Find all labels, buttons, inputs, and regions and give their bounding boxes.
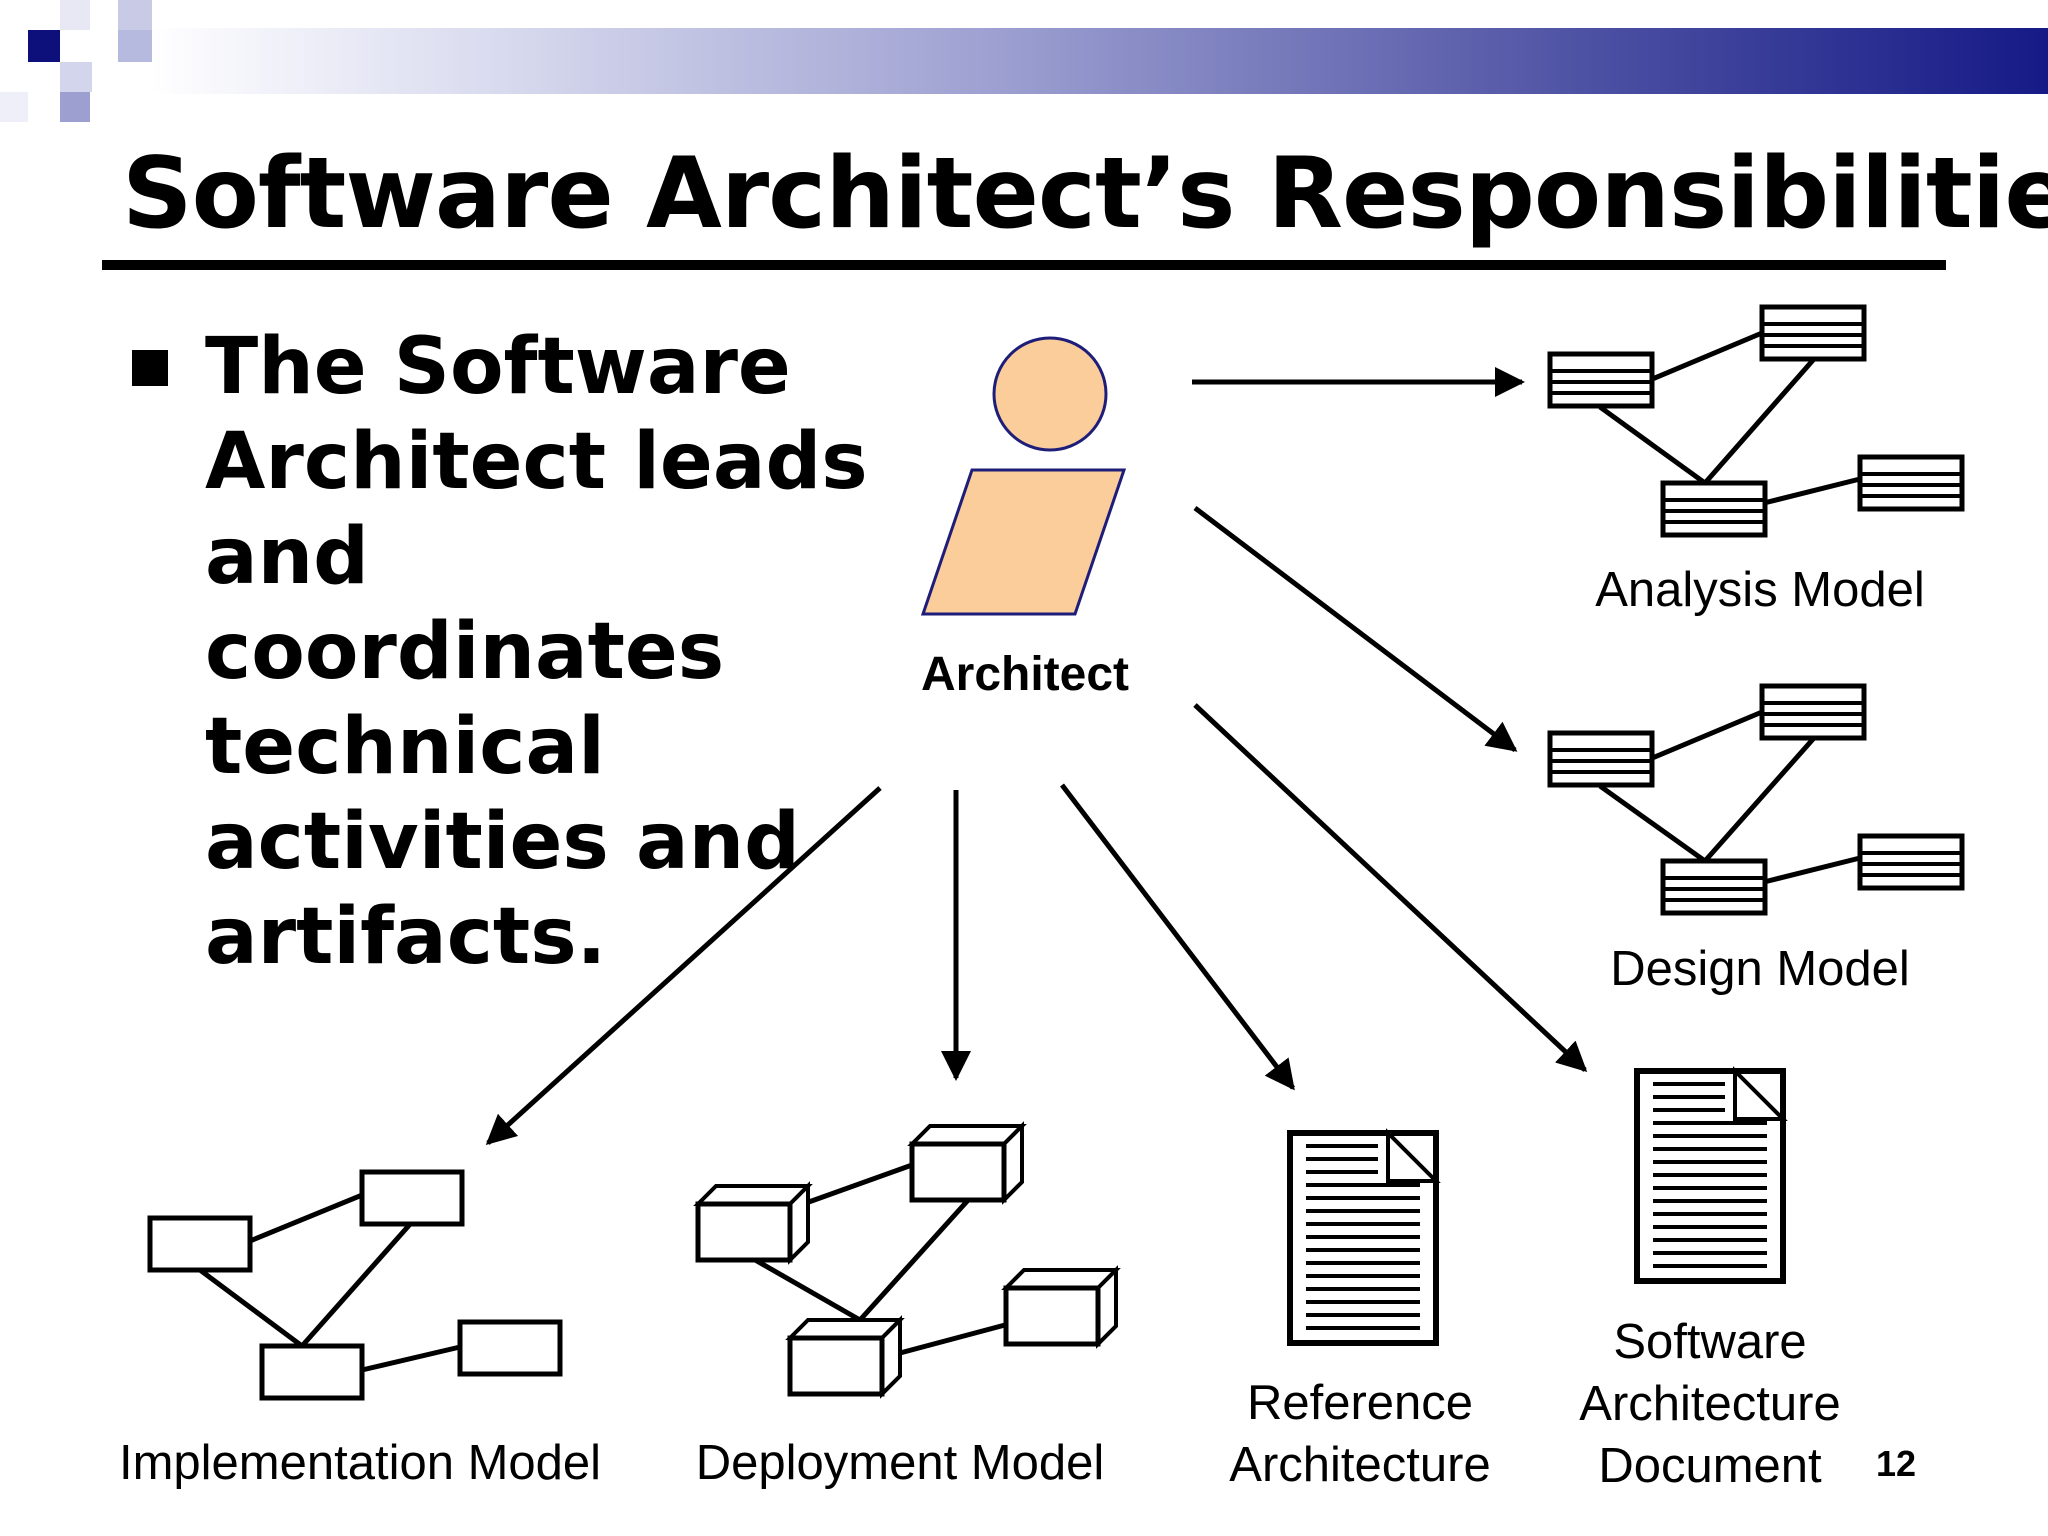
- bullet-text: The Software Architect leads and coordin…: [205, 322, 868, 982]
- deployment-model-diagram-icon: [698, 1126, 1116, 1394]
- deployment-model-label: Deployment Model: [695, 1436, 1105, 1490]
- page-number: 12: [1876, 1443, 1917, 1484]
- architect-label: Architect: [920, 648, 1130, 701]
- decor-square: [0, 92, 28, 122]
- analysis-model-diagram-icon: [1550, 307, 1962, 535]
- software-architecture-document-label-line: Document: [1598, 1439, 1822, 1493]
- decor-square: [60, 0, 90, 30]
- reference-architecture-label: Reference Architecture: [1200, 1372, 1520, 1496]
- arrow-to-reference-architecture: [1060, 783, 1295, 1091]
- software-architecture-document-icon: [1634, 1066, 1788, 1284]
- design-model-label: Design Model: [1610, 942, 1910, 996]
- design-model-diagram-icon: [1550, 686, 1962, 913]
- software-architecture-document-label-line: Software: [1613, 1315, 1807, 1369]
- decor-square: [118, 30, 152, 62]
- slide-title: Software Architect’s Responsibilities: [122, 137, 2048, 251]
- software-architecture-document-label-line: Architecture: [1579, 1377, 1841, 1431]
- implementation-model-diagram-icon: [147, 1169, 563, 1401]
- title-underline: [102, 260, 1946, 270]
- reference-architecture-label-line: Architecture: [1229, 1438, 1491, 1492]
- arrow-to-software-architecture-document: [1193, 703, 1588, 1073]
- arrow-to-design-model: [1193, 506, 1518, 752]
- header-band: [0, 0, 2048, 130]
- bullet-square-icon: [132, 350, 168, 386]
- implementation-model-label: Implementation Model: [118, 1436, 602, 1490]
- decor-square: [28, 30, 60, 62]
- reference-architecture-document-icon: [1287, 1128, 1441, 1346]
- arrow-to-implementation-model: [485, 786, 882, 1146]
- header-gradient-bar: [150, 28, 2048, 94]
- architect-actor-icon: [920, 336, 1127, 616]
- decor-square: [60, 92, 90, 122]
- analysis-model-label: Analysis Model: [1595, 563, 1925, 617]
- reference-architecture-label-line: Reference: [1246, 1376, 1474, 1430]
- software-architecture-document-label: Software Architecture Document: [1540, 1311, 1880, 1497]
- decor-square: [118, 0, 152, 30]
- decor-square: [60, 62, 92, 92]
